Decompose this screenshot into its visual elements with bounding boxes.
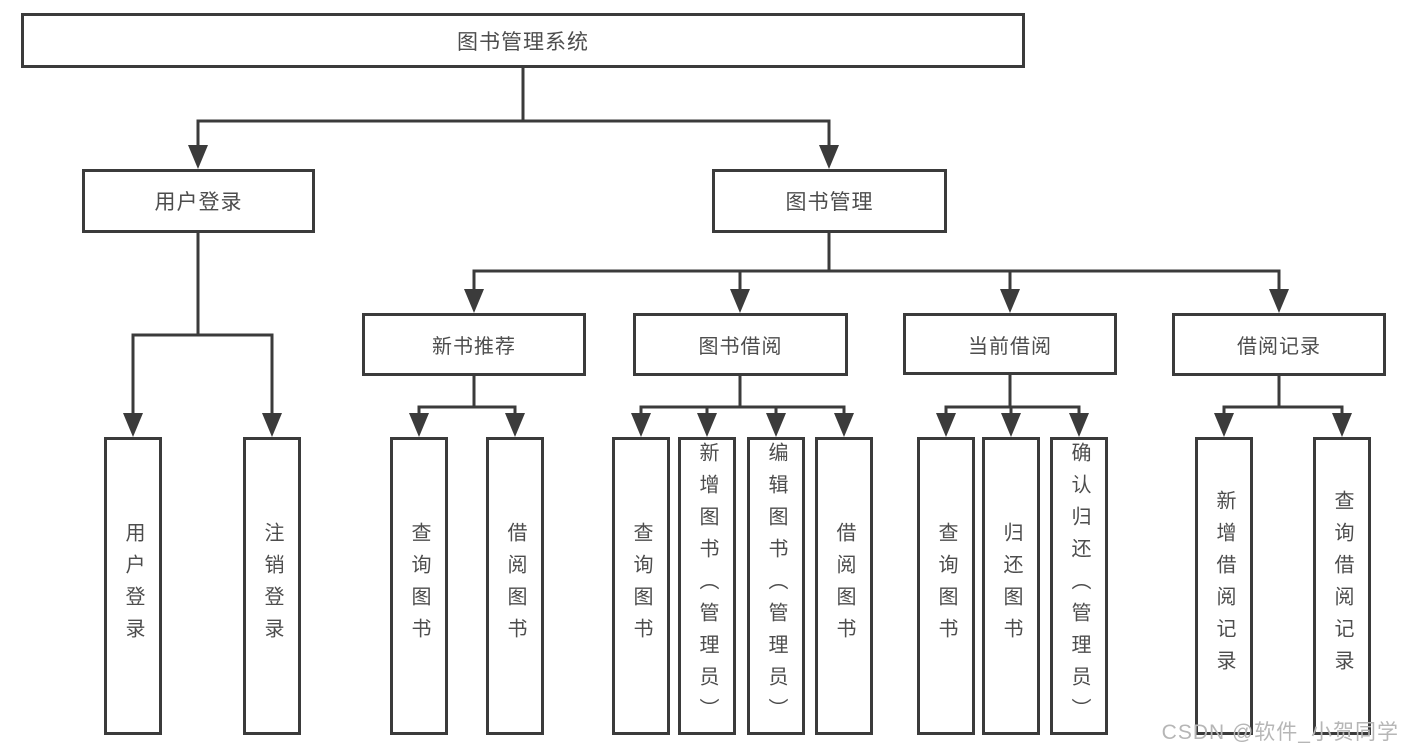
node-label: 当前借阅 (968, 335, 1052, 358)
leaf-label: 归还图书 (1000, 522, 1022, 650)
edge-root-to-level2 (196, 66, 831, 148)
arrowhead-icon (631, 413, 651, 437)
leaf-add-borrow-record: 新增借阅记录 (1195, 437, 1253, 735)
node-label: 图书管理 (785, 191, 874, 214)
node-label: 图书管理系统 (457, 30, 589, 54)
arrowhead-icon (409, 413, 429, 437)
node-new-book-recommend: 新书推荐 (362, 313, 586, 376)
leaf-label: 查询图书 (630, 522, 652, 650)
leaf-logout: 注销登录 (243, 437, 301, 735)
leaf-label: 查询图书 (935, 522, 957, 650)
arrowhead-icon (1214, 413, 1234, 437)
leaf-label: 借阅图书 (504, 522, 526, 650)
leaf-confirm-return-admin: 确认归还（管理员） (1050, 437, 1108, 735)
node-label: 用户登录 (154, 191, 243, 214)
leaf-label: 新增图书（管理员） (696, 442, 718, 730)
arrowhead-icon (936, 413, 956, 437)
edge-new-book-recommend-to-children (417, 374, 517, 416)
arrowhead-icon (505, 413, 525, 437)
leaf-label: 注销登录 (261, 522, 283, 650)
leaf-query-borrow-record: 查询借阅记录 (1313, 437, 1371, 735)
leaf-label: 新增借阅记录 (1213, 490, 1235, 682)
leaf-borrow-query-book: 查询图书 (612, 437, 670, 735)
node-label: 图书借阅 (698, 336, 783, 358)
node-book-management: 图书管理 (712, 169, 947, 233)
edge-current-borrow-to-children (944, 373, 1081, 416)
arrowhead-icon (834, 413, 854, 437)
arrowhead-icon (1001, 413, 1021, 437)
edge-user-login-to-children (131, 231, 274, 416)
leaf-recommend-borrow-book: 借阅图书 (486, 437, 544, 735)
arrowhead-icon (123, 413, 143, 437)
node-label: 借阅记录 (1237, 336, 1321, 358)
leaf-edit-book-admin: 编辑图书（管理员） (747, 437, 805, 735)
arrowhead-icon (1069, 413, 1089, 437)
leaf-label: 借阅图书 (833, 522, 855, 650)
arrowhead-icon (819, 145, 839, 169)
leaf-label: 用户登录 (122, 522, 144, 650)
arrowhead-icon (1269, 289, 1289, 313)
node-book-borrow: 图书借阅 (633, 313, 848, 376)
arrowhead-icon (766, 413, 786, 437)
edge-book-mgmt-to-level3 (472, 231, 1281, 292)
node-label: 新书推荐 (432, 336, 516, 358)
node-borrow-records: 借阅记录 (1172, 313, 1386, 376)
arrowhead-icon (730, 289, 750, 313)
leaf-user-login: 用户登录 (104, 437, 162, 735)
leaf-label: 编辑图书（管理员） (765, 442, 787, 730)
leaf-current-query-book: 查询图书 (917, 437, 975, 735)
arrowhead-icon (262, 413, 282, 437)
arrowhead-icon (697, 413, 717, 437)
edge-borrow-records-to-children (1222, 374, 1344, 416)
leaf-borrow-book: 借阅图书 (815, 437, 873, 735)
node-root-system: 图书管理系统 (21, 13, 1025, 68)
edge-book-borrow-to-children (639, 374, 846, 416)
arrowhead-icon (1332, 413, 1352, 437)
node-current-borrow: 当前借阅 (903, 313, 1117, 375)
leaf-label: 查询图书 (408, 522, 430, 650)
leaf-label: 确认归还（管理员） (1068, 442, 1090, 730)
leaf-label: 查询借阅记录 (1331, 490, 1353, 682)
leaf-recommend-query-book: 查询图书 (390, 437, 448, 735)
leaf-return-book: 归还图书 (982, 437, 1040, 735)
arrowhead-icon (464, 289, 484, 313)
csdn-watermark: CSDN @软件_小贺同学 (1161, 721, 1399, 744)
node-user-login: 用户登录 (82, 169, 315, 233)
arrowhead-icon (1000, 289, 1020, 313)
leaf-add-book-admin: 新增图书（管理员） (678, 437, 736, 735)
arrowhead-icon (188, 145, 208, 169)
